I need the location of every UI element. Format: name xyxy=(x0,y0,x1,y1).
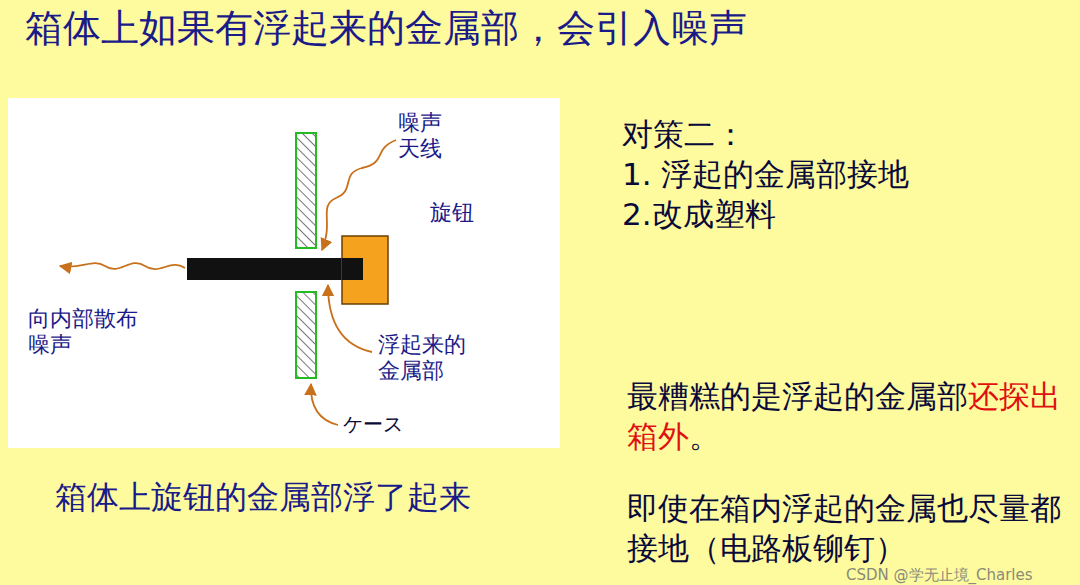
leader-line xyxy=(328,285,372,352)
label: 向内部散布 噪声 xyxy=(28,306,145,359)
knob xyxy=(342,236,388,304)
case-wall xyxy=(296,133,316,248)
leader-line xyxy=(311,384,338,425)
figure-panel xyxy=(8,98,560,448)
note: 2.改成塑料 xyxy=(622,196,776,233)
note-block: 即使在箱内浮起的金属也尽量都接地（电路板铆钉） xyxy=(627,488,1062,569)
heading: 对策二： xyxy=(622,116,746,153)
note: 最糟糕的是浮起的金属部 xyxy=(627,378,968,414)
metal-shaft xyxy=(342,258,363,280)
label: 浮起来的 金属部 xyxy=(378,332,473,385)
label: 旋钮 xyxy=(430,200,474,226)
note: 1. 浮起的金属部接地 xyxy=(622,156,909,193)
note-block: 最糟糕的是浮起的金属部还探出箱外。 xyxy=(627,376,1062,457)
label: ケース xyxy=(343,412,403,436)
note: 。 xyxy=(689,418,720,454)
metal-shaft xyxy=(187,258,363,280)
note: 即使在箱内浮起的金属也尽量都接地（电路板铆钉） xyxy=(627,490,1061,566)
watermark: CSDN @学无止境_Charles xyxy=(846,566,1033,584)
case-wall xyxy=(296,292,316,378)
label: 噪声 天线 xyxy=(398,110,446,163)
title: 箱体上如果有浮起来的金属部，会引入噪声 xyxy=(25,6,747,52)
leader-line xyxy=(322,140,396,250)
caption: 箱体上旋钮的金属部浮了起来 xyxy=(55,478,471,516)
noise-wave xyxy=(60,263,185,269)
